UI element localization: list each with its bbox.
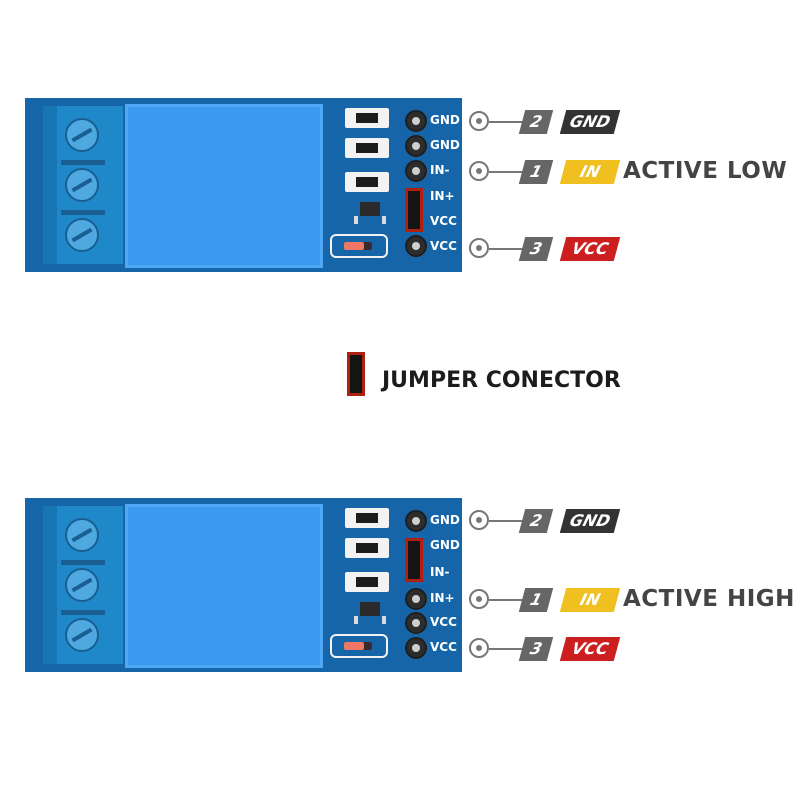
callout-line <box>489 121 525 123</box>
header-pin <box>405 135 427 157</box>
callout-tag-in: IN <box>559 588 621 612</box>
screw-icon <box>65 618 99 652</box>
callout-number-gnd: 2 <box>518 509 554 533</box>
header-pin <box>405 588 427 610</box>
smd-resistor <box>345 108 389 128</box>
callout-number-vcc: 3 <box>518 637 554 661</box>
header-pin <box>405 612 427 634</box>
smd-resistor <box>345 172 389 192</box>
relay-module-active-high: GND GND IN- IN+ VCC VCC <box>25 498 462 672</box>
callout-number-in: 1 <box>518 160 554 184</box>
led-diode <box>330 634 388 658</box>
pin-label-in-plus: IN+ <box>430 591 455 605</box>
terminal-divider <box>61 610 105 615</box>
pin-label-gnd: GND <box>430 538 460 552</box>
screw-icon <box>65 168 99 202</box>
pin-label-vcc: VCC <box>430 640 457 654</box>
terminal-divider <box>61 560 105 565</box>
relay-body <box>125 504 323 668</box>
jumper-legend-icon <box>347 352 365 396</box>
screw-terminal <box>43 506 123 664</box>
callout-number-in: 1 <box>518 588 554 612</box>
callout-line <box>489 520 525 522</box>
pin-label-vcc: VCC <box>430 214 457 228</box>
pin-label-in-plus: IN+ <box>430 189 455 203</box>
callout-line <box>489 648 525 650</box>
smd-resistor <box>345 138 389 158</box>
pin-label-vcc: VCC <box>430 239 457 253</box>
jumper-connector <box>405 188 423 232</box>
relay-module-active-low: GND GND IN- IN+ VCC VCC <box>25 98 462 272</box>
relay-body <box>125 104 323 268</box>
callout-dot-in <box>469 161 489 181</box>
pin-label-gnd: GND <box>430 113 460 127</box>
header-pin <box>405 110 427 132</box>
smd-resistor <box>345 572 389 592</box>
screw-icon <box>65 568 99 602</box>
callout-line <box>489 171 525 173</box>
callout-tag-gnd: GND <box>559 110 621 134</box>
callout-dot-gnd <box>469 111 489 131</box>
legend-label: JUMPER CONECTOR <box>382 368 621 393</box>
callout-dot-vcc <box>469 238 489 258</box>
header-pin <box>405 510 427 532</box>
screw-icon <box>65 118 99 152</box>
screw-icon <box>65 518 99 552</box>
mode-label-active-low: ACTIVE LOW <box>623 158 788 184</box>
screw-icon <box>65 218 99 252</box>
callout-line <box>489 599 525 601</box>
smd-resistor <box>345 538 389 558</box>
header-pin <box>405 160 427 182</box>
jumper-connector <box>405 538 423 582</box>
terminal-divider <box>61 210 105 215</box>
led-diode <box>330 234 388 258</box>
callout-tag-gnd: GND <box>559 509 621 533</box>
transistor <box>354 202 386 224</box>
header-pin <box>405 637 427 659</box>
callout-tag-in: IN <box>559 160 621 184</box>
screw-terminal <box>43 106 123 264</box>
callout-number-vcc: 3 <box>518 237 554 261</box>
callout-dot-gnd <box>469 510 489 530</box>
callout-line <box>489 248 525 250</box>
terminal-divider <box>61 160 105 165</box>
header-pin <box>405 235 427 257</box>
smd-resistor <box>345 508 389 528</box>
mode-label-active-high: ACTIVE HIGH <box>623 586 795 612</box>
pin-label-gnd: GND <box>430 138 460 152</box>
pin-label-vcc: VCC <box>430 615 457 629</box>
pin-label-in-minus: IN- <box>430 565 450 579</box>
pin-label-in-minus: IN- <box>430 163 450 177</box>
callout-number-gnd: 2 <box>518 110 554 134</box>
callout-dot-vcc <box>469 638 489 658</box>
callout-tag-vcc: VCC <box>559 237 621 261</box>
pin-label-gnd: GND <box>430 513 460 527</box>
callout-tag-vcc: VCC <box>559 637 621 661</box>
transistor <box>354 602 386 624</box>
callout-dot-in <box>469 589 489 609</box>
